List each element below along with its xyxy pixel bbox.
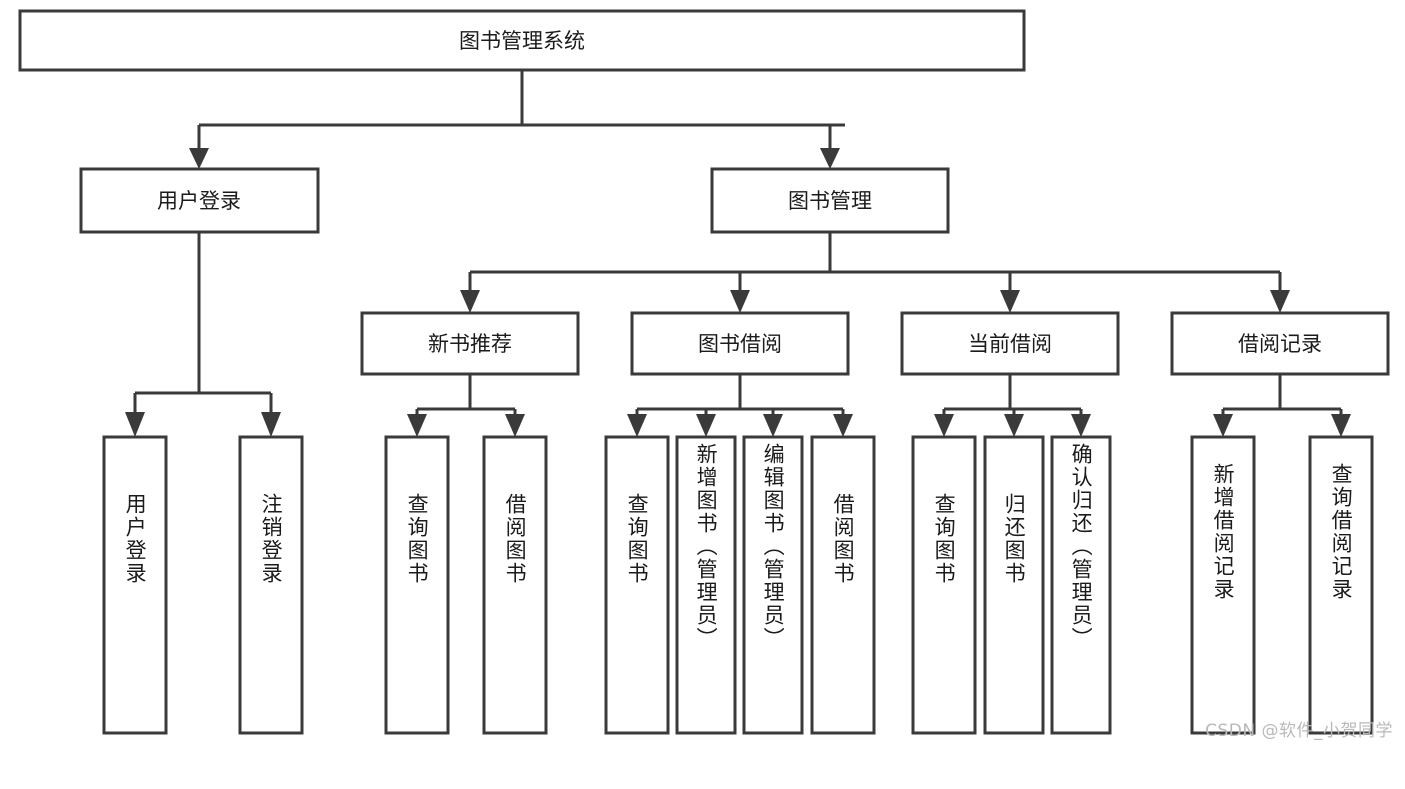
- tree-structure-svg: 图书管理系统 用户登录 图书管理 新书推荐 图书借阅 当前借阅 借阅记录: [18, 9, 1390, 735]
- node-new-book-rec-label: 新书推荐: [428, 332, 512, 356]
- node-root-label: 图书管理系统: [459, 29, 585, 53]
- leaf-node-confirm-return[interactable]: [1050, 435, 1112, 735]
- watermark-text: CSDN @软件_小贺同学: [1205, 721, 1393, 741]
- connector-bookborrow-to-leaves: [627, 374, 853, 437]
- node-user-login-label: 用户登录: [157, 189, 241, 213]
- connector-borrowrecord-to-leaves: [1213, 374, 1351, 437]
- node-new-book-rec[interactable]: 新书推荐: [360, 311, 580, 376]
- leaf-node-user-login[interactable]: [102, 435, 168, 735]
- leaf-node-query-book-b[interactable]: [604, 435, 670, 735]
- arrow-head-icon: [696, 414, 716, 437]
- leaf-node-borrow-book-a[interactable]: [482, 435, 548, 735]
- node-current-borrow-label: 当前借阅: [968, 332, 1052, 356]
- node-borrow-record-label: 借阅记录: [1238, 332, 1322, 356]
- arrow-head-icon: [125, 412, 145, 437]
- arrow-head-icon: [627, 414, 647, 437]
- flowchart-diagram: 图书管理系统 用户登录 图书管理 新书推荐 图书借阅 当前借阅 借阅记录: [18, 9, 1393, 741]
- node-root[interactable]: 图书管理系统: [18, 9, 1026, 72]
- arrow-head-icon: [460, 290, 480, 313]
- leaf-node-add-book[interactable]: [675, 435, 737, 735]
- leaf-node-add-record[interactable]: [1190, 435, 1256, 735]
- arrow-head-icon: [763, 414, 783, 437]
- connector-root-to-level2: [189, 70, 845, 169]
- leaf-node-query-record[interactable]: [1308, 435, 1374, 735]
- arrow-head-icon: [1270, 290, 1290, 313]
- node-user-login[interactable]: 用户登录: [79, 167, 320, 234]
- node-current-borrow[interactable]: 当前借阅: [900, 311, 1120, 376]
- arrow-head-icon: [934, 414, 954, 437]
- leaf-node-query-book-a[interactable]: [384, 435, 450, 735]
- leaf-node-logout-login[interactable]: [238, 435, 304, 735]
- node-book-borrow-label: 图书借阅: [698, 332, 782, 356]
- leaf-node-borrow-book-b[interactable]: [810, 435, 876, 735]
- arrow-head-icon: [1004, 414, 1024, 437]
- arrow-head-icon: [820, 148, 840, 169]
- node-borrow-record[interactable]: 借阅记录: [1170, 311, 1390, 376]
- arrow-head-icon: [730, 290, 750, 313]
- arrow-head-icon: [1071, 414, 1091, 437]
- arrow-head-icon: [1000, 290, 1020, 313]
- arrow-head-icon: [1331, 414, 1351, 437]
- arrow-head-icon: [407, 414, 427, 437]
- leaf-node-edit-book[interactable]: [742, 435, 804, 735]
- connector-currentborrow-to-leaves: [934, 374, 1091, 437]
- connector-bookmanage-to-level3: [460, 232, 1290, 313]
- arrow-head-icon: [261, 412, 281, 437]
- arrow-head-icon: [505, 414, 525, 437]
- arrow-head-icon: [189, 148, 209, 169]
- node-book-manage[interactable]: 图书管理: [710, 167, 950, 234]
- arrow-head-icon: [1213, 414, 1233, 437]
- node-book-manage-label: 图书管理: [788, 189, 872, 213]
- connector-newbook-to-leaves: [407, 374, 525, 437]
- connector-userlogin-to-leaves: [125, 232, 281, 437]
- leaf-node-query-book-c[interactable]: [911, 435, 977, 735]
- leaf-node-return-book[interactable]: [983, 435, 1045, 735]
- node-book-borrow[interactable]: 图书借阅: [630, 311, 850, 376]
- arrow-head-icon: [833, 414, 853, 437]
